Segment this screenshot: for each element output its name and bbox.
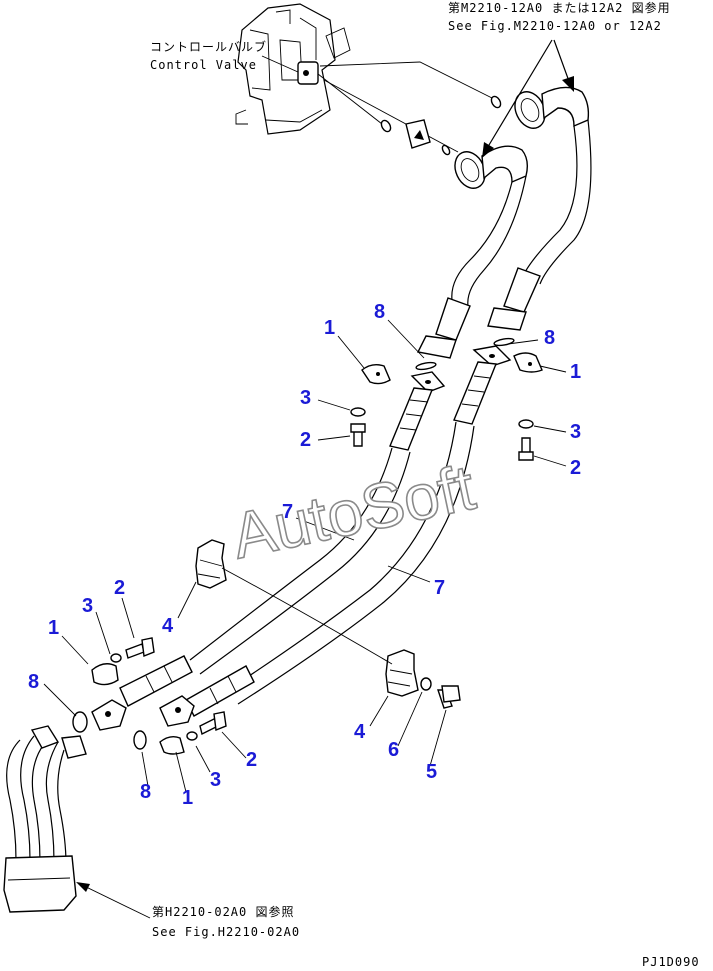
hose-end-fitting-right	[487, 267, 541, 331]
washer-upper-right	[518, 419, 534, 429]
clamp-bracket-lower	[385, 649, 419, 697]
fig-ref-arrows	[482, 39, 574, 158]
split-flange-lower-left	[91, 663, 119, 686]
bolt-lower-left	[125, 637, 155, 659]
o-ring-upper-right	[493, 337, 515, 347]
callout-7: 7	[282, 501, 293, 523]
valve-leader-lines	[317, 61, 502, 156]
control-valve-label-jp: コントロールバルブ	[150, 39, 267, 54]
callout-2: 2	[114, 577, 125, 599]
pump-ref-arrowhead	[76, 882, 90, 892]
callout-5: 5	[426, 761, 437, 783]
hose-end-fitting-left	[416, 297, 471, 359]
bolt-upper-left	[350, 423, 366, 447]
callout-1: 1	[48, 617, 59, 639]
split-flange-lower-right	[159, 735, 185, 755]
hose-upper-lines	[451, 119, 592, 307]
o-ring-upper-left	[415, 361, 437, 371]
pump-pipes	[3, 725, 87, 913]
flange-lower-left	[91, 699, 127, 731]
pump-ref-arrow	[79, 883, 151, 919]
watermark: AutoSoft	[226, 451, 481, 573]
split-flange-upper-right	[513, 352, 543, 373]
drawing-code: PJ1D090	[642, 955, 700, 969]
washer-lower-left	[110, 653, 122, 663]
callout-2: 2	[300, 429, 311, 451]
callout-2: 2	[570, 457, 581, 479]
control-valve-leader	[261, 55, 299, 73]
bolt-lower-right	[199, 711, 227, 736]
o-ring-lower-right	[133, 730, 147, 750]
callout-leaders	[43, 319, 567, 793]
callout-4: 4	[354, 721, 366, 743]
ref-bottom-en: See Fig.H2210-02A0	[152, 925, 300, 939]
hose-upper-elbow-a	[454, 145, 529, 189]
callout-8: 8	[140, 781, 151, 803]
callout-7: 7	[434, 577, 445, 599]
clamp-strap-line	[221, 567, 393, 665]
hose-sleeve-lower-right	[185, 665, 255, 717]
hose-sleeve-lower-left	[119, 655, 193, 707]
adapter-block	[405, 119, 431, 149]
washer-upper-left	[350, 407, 366, 417]
callout-1: 1	[324, 317, 335, 339]
callout-8: 8	[28, 671, 39, 693]
callout-3: 3	[570, 421, 581, 443]
bolt-5	[437, 685, 461, 709]
callout-4: 4	[162, 615, 174, 637]
callout-8: 8	[544, 327, 555, 349]
washer-lower-right	[186, 731, 198, 741]
callout-3: 3	[300, 387, 311, 409]
bolt-upper-right	[518, 437, 534, 461]
hose-7-right	[227, 421, 475, 705]
control-valve-label-en: Control Valve	[150, 58, 257, 72]
flange-hose-left	[389, 371, 446, 451]
callout-8: 8	[374, 301, 385, 323]
callout-3: 3	[82, 595, 93, 617]
split-flange-upper-left	[361, 363, 391, 385]
callout-2: 2	[246, 749, 257, 771]
hose-upper-elbow-b	[514, 86, 590, 129]
ref-bottom-jp: 第H2210-02A0 図参照	[152, 904, 294, 919]
ref-top-right-jp: 第M2210-12A0 または12A2 図参用	[448, 0, 671, 15]
callout-1: 1	[570, 361, 581, 383]
hose-7-left	[189, 447, 411, 675]
o-ring-lower-left	[72, 711, 88, 733]
flange-lower-right	[159, 695, 195, 727]
flange-hose-right	[453, 345, 512, 425]
control-valve	[235, 3, 351, 135]
clamp-bracket-upper	[195, 539, 227, 589]
ref-top-right-en: See Fig.M2210-12A0 or 12A2	[448, 19, 662, 33]
washer-6	[420, 677, 432, 691]
callout-6: 6	[388, 739, 399, 761]
callout-3: 3	[210, 769, 221, 791]
callout-1: 1	[182, 787, 193, 809]
